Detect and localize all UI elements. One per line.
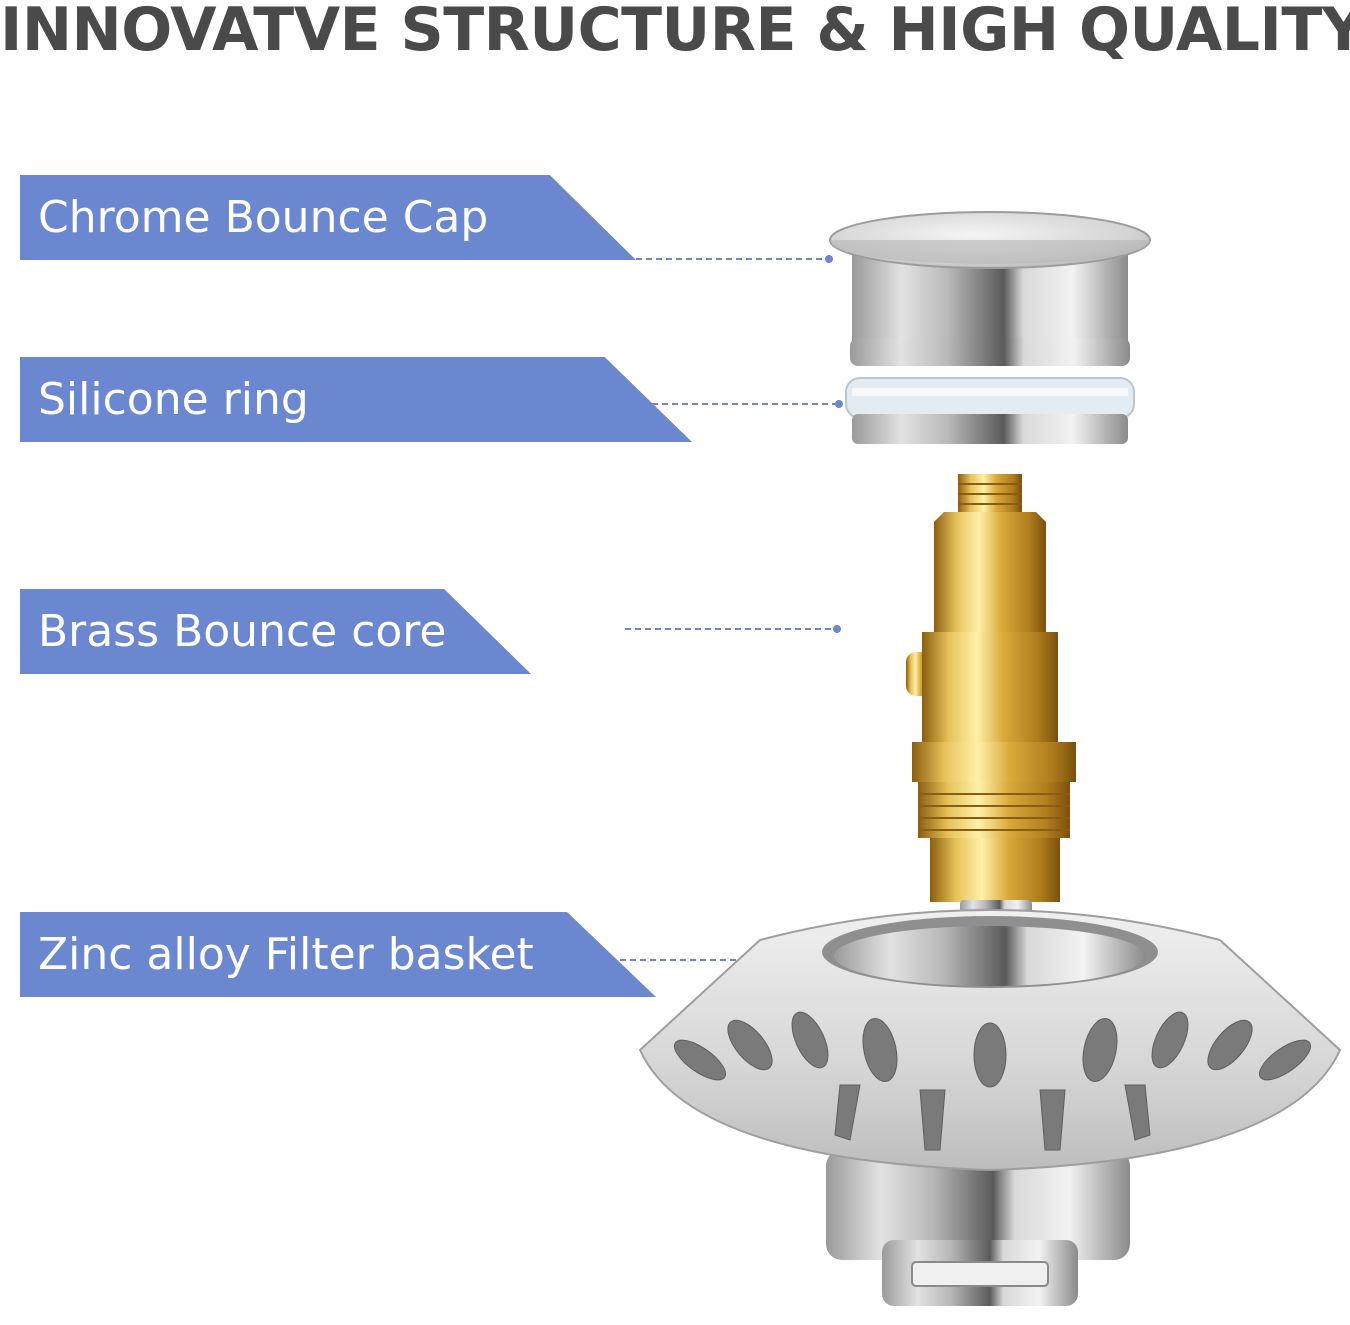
silicone-ring: [845, 377, 1135, 444]
leader-lines: [620, 255, 843, 964]
page-title: INNOVATVE STRUCTURE & HIGH QUALITY: [0, 0, 1350, 65]
zinc-alloy-filter-basket: [638, 909, 1342, 1306]
label-silicone-ring: Silicone ring: [20, 357, 692, 442]
label-chrome-bounce-cap: Chrome Bounce Cap: [20, 175, 636, 260]
chrome-bounce-cap: [829, 211, 1151, 366]
brass-bounce-core: [906, 474, 1076, 946]
label-brass-bounce-core: Brass Bounce core: [20, 589, 531, 674]
label-zinc-alloy-filter-basket: Zinc alloy Filter basket: [20, 912, 656, 997]
